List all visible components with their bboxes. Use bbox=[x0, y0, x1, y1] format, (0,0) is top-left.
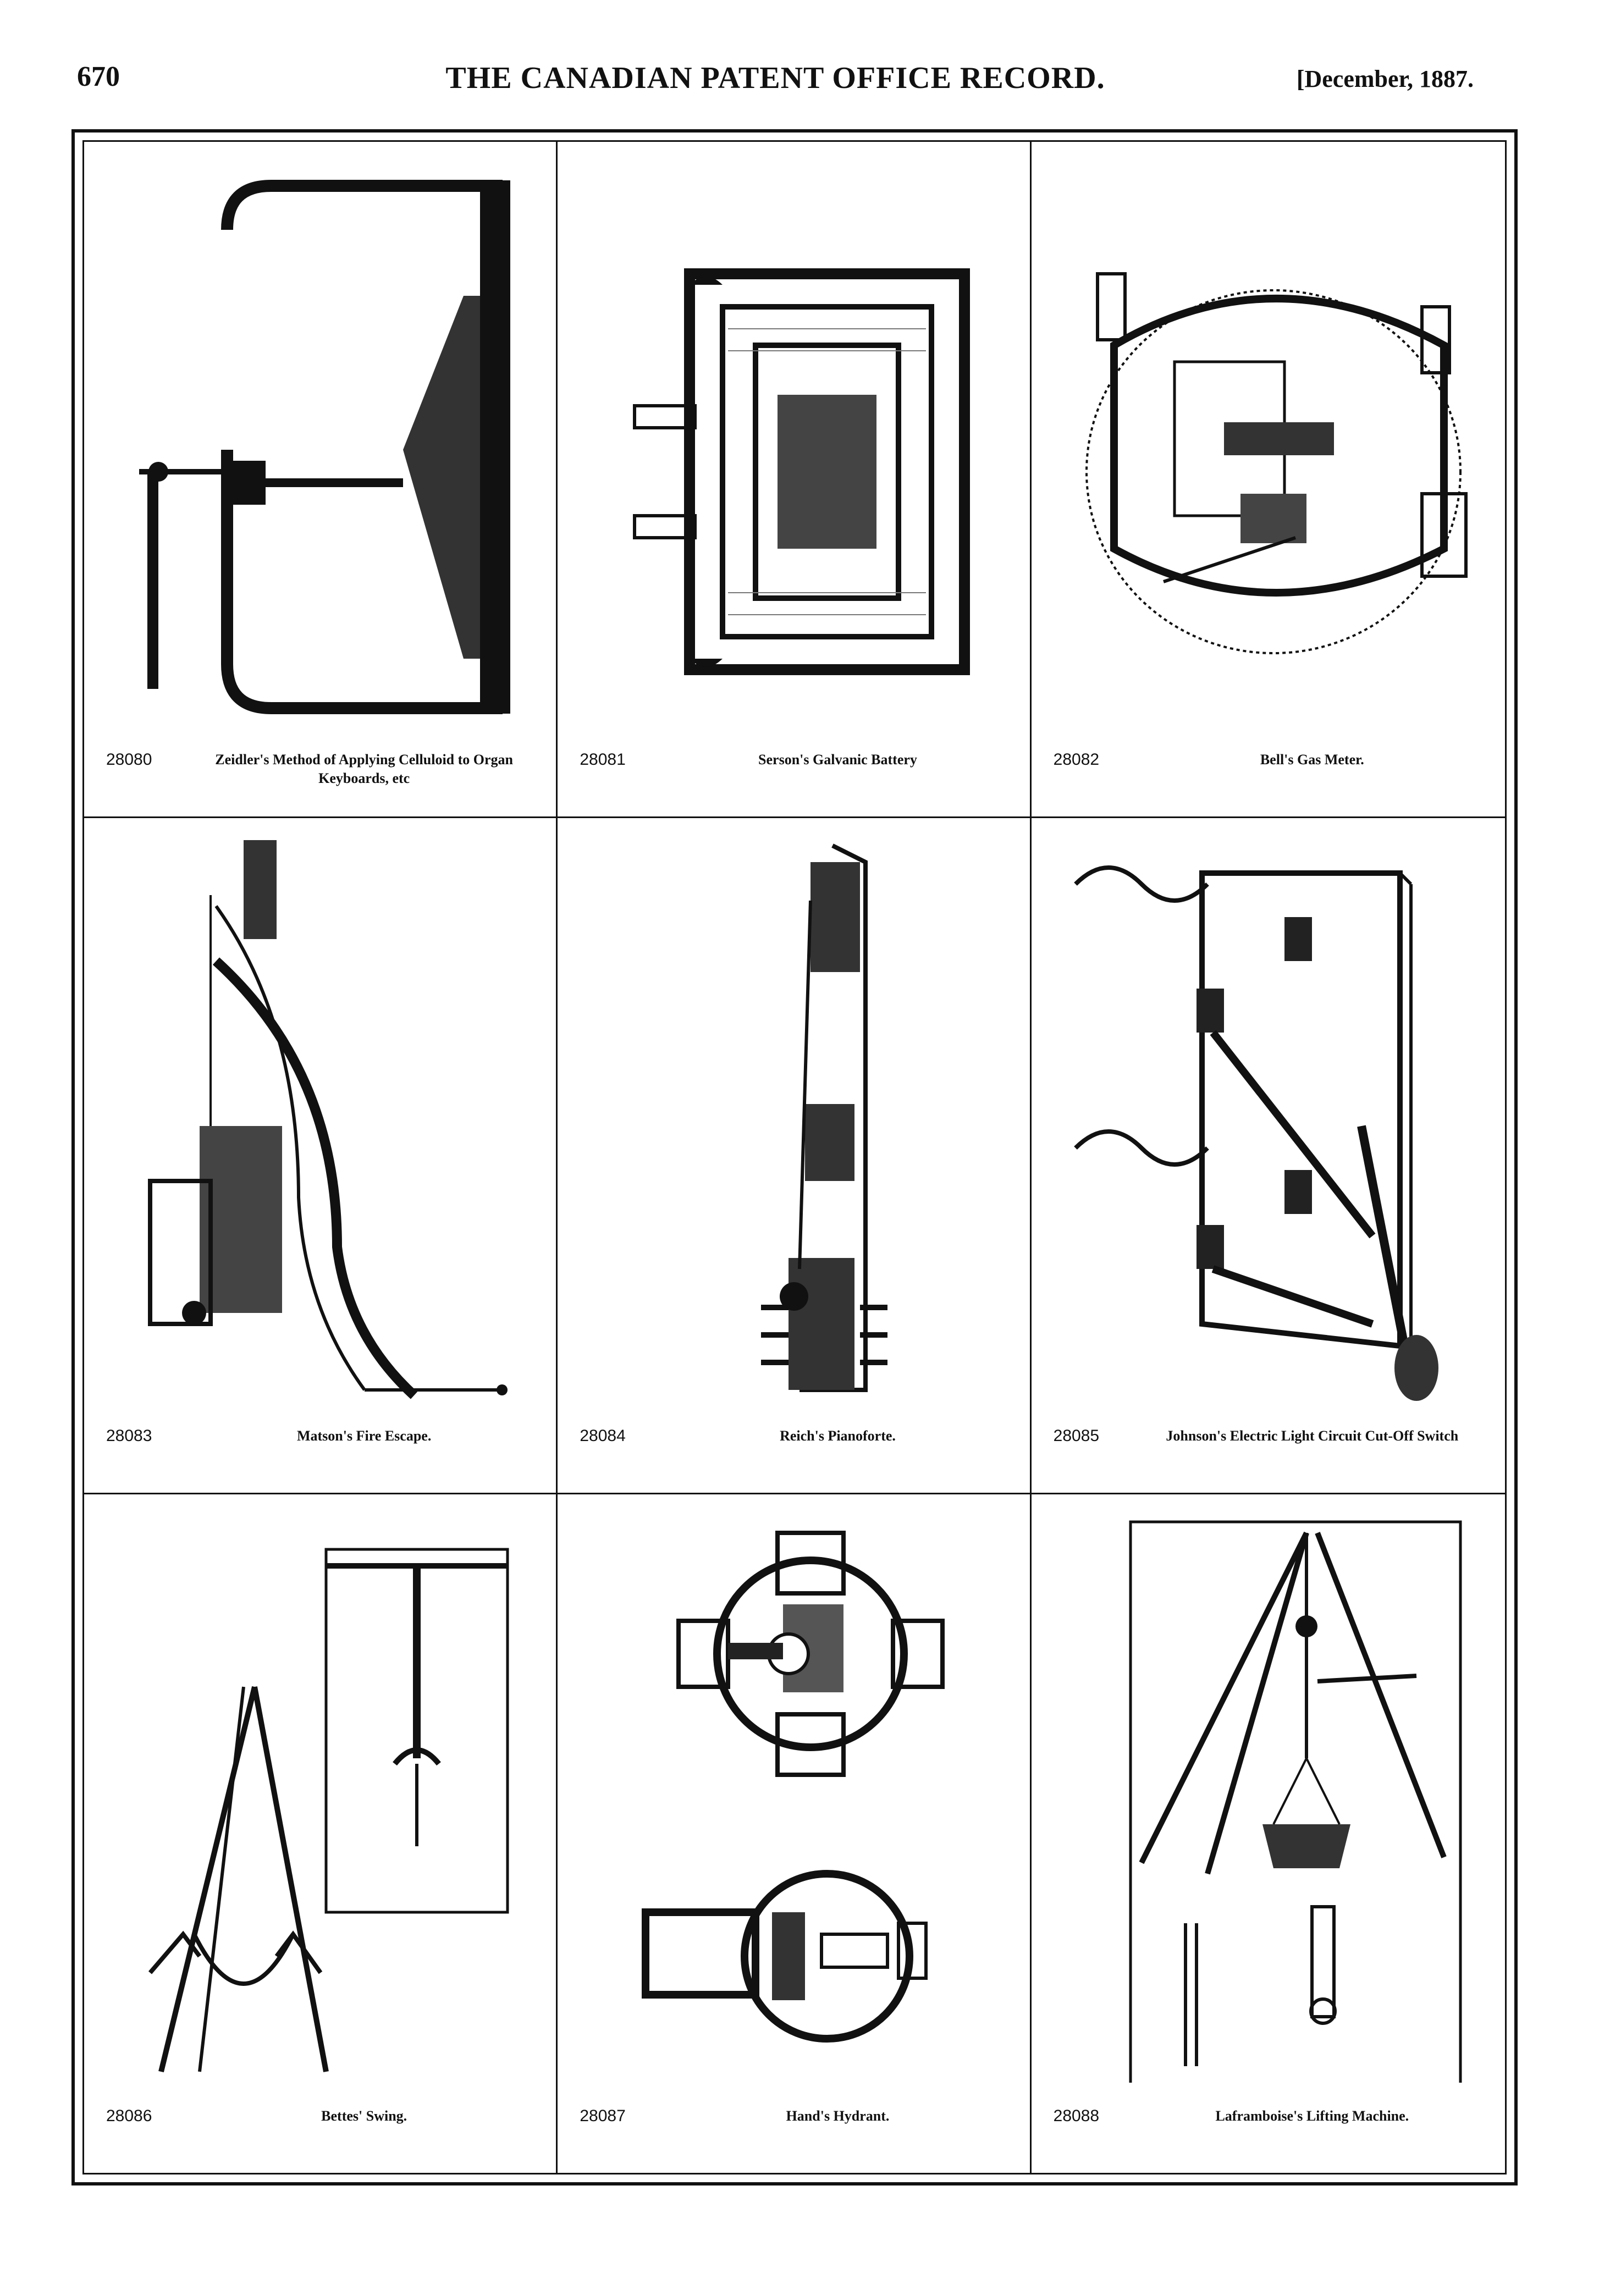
lifting-machine-illustration bbox=[1129, 1520, 1462, 2083]
patent-title: Serson's Galvanic Battery bbox=[758, 752, 917, 768]
patent-caption: 28088 Laframboise's Lifting Machine. bbox=[1054, 2101, 1488, 2156]
patent-title: Matson's Fire Escape. bbox=[296, 1428, 432, 1444]
patent-cell: 28080 Zeidler's Method of Applying Cellu… bbox=[84, 142, 558, 818]
patent-number: 28083 bbox=[106, 1427, 152, 1445]
inner-frame bbox=[82, 140, 1507, 2174]
clamp-illustration bbox=[139, 180, 510, 714]
switch-illustration bbox=[1073, 865, 1438, 1401]
patent-caption: 28080 Zeidler's Method of Applying Cellu… bbox=[106, 745, 539, 800]
patent-cell: 28087 Hand's Hydrant. bbox=[558, 1494, 1032, 2173]
patent-number: 28082 bbox=[1053, 750, 1100, 769]
page-header: 670 THE CANADIAN PATENT OFFICE RECORD. [… bbox=[77, 60, 1474, 115]
patent-caption: 28081 Serson's Galvanic Battery bbox=[580, 745, 1013, 800]
patent-cell: 28081 Serson's Galvanic Battery bbox=[558, 142, 1032, 818]
patent-caption: 28086 Bettes' Swing. bbox=[106, 2101, 539, 2156]
patent-caption: 28085 Johnson's Electric Light Circuit C… bbox=[1054, 1421, 1488, 1476]
patent-title: Laframboise's Lifting Machine. bbox=[1215, 2108, 1409, 2124]
patent-cell: 28082 Bell's Gas Meter. bbox=[1031, 142, 1505, 818]
patent-caption: 28087 Hand's Hydrant. bbox=[580, 2101, 1013, 2156]
issue-date: [December, 1887. bbox=[1296, 65, 1474, 92]
patent-grid: 28080 Zeidler's Method of Applying Cellu… bbox=[84, 142, 1505, 2173]
patent-cell: 28083 Matson's Fire Escape. bbox=[84, 818, 558, 1494]
page-number: 670 bbox=[77, 61, 120, 92]
patent-caption: 28082 Bell's Gas Meter. bbox=[1054, 745, 1488, 800]
patent-title: Zeidler's Method of Applying Celluloid t… bbox=[215, 752, 514, 786]
patent-number: 28087 bbox=[580, 2107, 626, 2125]
outer-frame bbox=[71, 129, 1518, 2185]
pianoforte-illustration bbox=[761, 843, 888, 1392]
patent-cell: 28085 Johnson's Electric Light Circuit C… bbox=[1031, 818, 1505, 1494]
patent-cell: 28084 Reich's Pianoforte. bbox=[558, 818, 1032, 1494]
fire-escape-illustration bbox=[148, 840, 508, 1399]
swing-illustration bbox=[148, 1548, 509, 2073]
patent-title: Bell's Gas Meter. bbox=[1260, 752, 1364, 768]
patent-caption: 28084 Reich's Pianoforte. bbox=[580, 1421, 1013, 1476]
patent-title: Johnson's Electric Light Circuit Cut-Off… bbox=[1166, 1428, 1459, 1444]
patent-number: 28081 bbox=[580, 750, 626, 769]
gas-meter-illustration bbox=[1085, 272, 1468, 654]
patent-number: 28080 bbox=[106, 750, 152, 769]
patent-title: Bettes' Swing. bbox=[321, 2108, 407, 2124]
patent-cell: 28086 Bettes' Swing. bbox=[84, 1494, 558, 2173]
patent-title: Reich's Pianoforte. bbox=[780, 1428, 896, 1444]
patent-number: 28084 bbox=[580, 1427, 626, 1445]
patent-number: 28085 bbox=[1053, 1427, 1100, 1445]
patent-title: Hand's Hydrant. bbox=[786, 2108, 890, 2124]
patent-cell: 28088 Laframboise's Lifting Machine. bbox=[1032, 1494, 1505, 2173]
patent-caption: 28083 Matson's Fire Escape. bbox=[106, 1421, 539, 1476]
patent-number: 28088 bbox=[1053, 2107, 1100, 2125]
publication-title: THE CANADIAN PATENT OFFICE RECORD. bbox=[445, 61, 1105, 95]
battery-illustration bbox=[633, 268, 971, 675]
hydrant-illustration bbox=[642, 1531, 945, 2043]
patent-number: 28086 bbox=[106, 2107, 152, 2125]
